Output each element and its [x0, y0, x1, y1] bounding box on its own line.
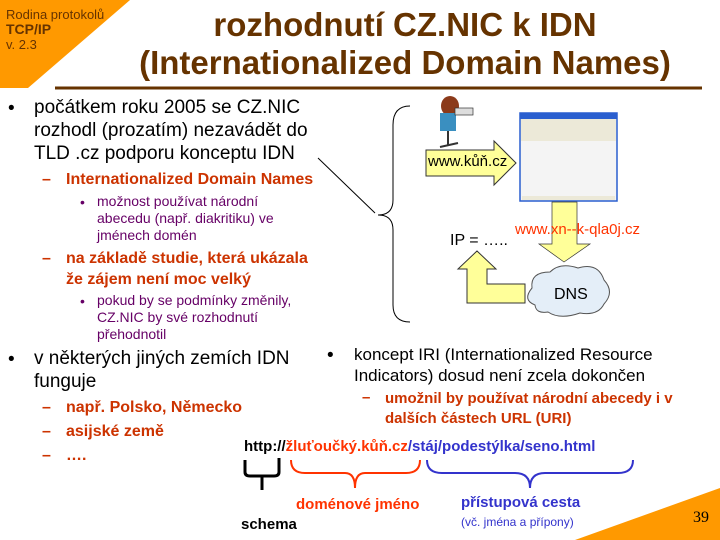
corner-line1: Rodina protokolů	[6, 7, 105, 22]
text-line: rozhodl (prozatím) nezavádět do	[34, 120, 308, 141]
pointer-line	[317, 157, 376, 214]
text-line: na základě studie, která ukázala	[66, 250, 308, 267]
arrow-up-left-icon	[456, 250, 526, 304]
punycode-domain: www.xn--k-qla0j.cz	[515, 221, 641, 238]
text-line: abecedu (např. diakritiku) ve	[97, 210, 274, 226]
text-line: přehodnotil	[97, 326, 167, 342]
corner-triangle-bottom	[575, 488, 720, 540]
corner-line2: TCP/IP	[6, 21, 52, 37]
scheme-brace	[243, 458, 281, 490]
corner-label: Rodina protokolů TCP/IP v. 2.3	[6, 7, 104, 52]
brace-icon	[377, 105, 411, 323]
text-line: jménech domén	[97, 227, 197, 243]
url-scheme: http://	[244, 438, 286, 455]
list-marker: –	[42, 423, 51, 440]
text-line: dalších částech URL (URI)	[385, 410, 572, 427]
list-marker: •	[8, 349, 15, 370]
path-brace	[426, 459, 634, 489]
list-marker: –	[42, 447, 51, 464]
arrow-down-icon	[537, 201, 592, 263]
ip-result: IP = …..	[450, 232, 508, 249]
text-line: pokud by se podmínky změnily,	[97, 292, 292, 308]
browser-window-icon	[519, 112, 618, 202]
text-line: v některých jiných zemích IDN	[34, 348, 290, 369]
arrow-label: www.kůň.cz	[428, 153, 508, 170]
text-line: TLD .cz podporu konceptu IDN	[34, 143, 295, 164]
list-marker: –	[362, 389, 371, 406]
sub-item-idn: Internationalized Domain Names	[66, 171, 314, 188]
page-subtitle: (Internationalized Domain Names)	[139, 44, 671, 81]
sub-item-etc: ….	[66, 447, 87, 464]
text-line: umožnil by používat národní abecedy i v	[385, 390, 673, 407]
sub-item-countries: např. Polsko, Německo	[66, 399, 243, 416]
domain-brace	[290, 459, 421, 489]
text-line: funguje	[34, 371, 97, 392]
url-path: /stáj/podestýlka/seno.html	[407, 438, 596, 455]
list-marker: –	[42, 250, 51, 267]
path-label: přístupová cesta	[461, 494, 581, 511]
text-line: možnost používat národní	[97, 193, 259, 209]
sub-item-asia: asijské země	[66, 423, 164, 440]
arrow-right-icon	[425, 139, 517, 187]
list-marker: •	[80, 293, 85, 309]
list-marker: •	[327, 345, 334, 366]
text-line: počátkem roku 2005 se CZ.NIC	[34, 97, 301, 118]
text-line: že zájem není moc velký	[66, 271, 251, 288]
dns-label: DNS	[554, 286, 588, 303]
list-marker: –	[42, 171, 51, 188]
subsub-item-2: pokud by se podmínky změnily,CZ.NIC by s…	[97, 292, 291, 343]
bullet: •	[8, 98, 15, 119]
scheme-label: schema	[241, 516, 297, 533]
url-domain: žluťoučký.kůň.cz	[285, 438, 408, 455]
page-title: rozhodnutí CZ.NIC k IDN	[213, 6, 597, 43]
path-note: (vč. jména a přípony)	[461, 515, 574, 529]
sub-item-study: na základě studie, která ukázala že zájem…	[66, 248, 308, 290]
example-url: http://žluťoučký.kůň.cz/stáj/podestýlka/…	[244, 438, 595, 455]
user-at-computer-icon	[439, 96, 474, 148]
list-marker: –	[42, 399, 51, 416]
text-line: koncept IRI (Internationalized Resource	[354, 345, 653, 364]
domain-label: doménové jméno	[296, 496, 420, 513]
cloud-icon	[527, 265, 610, 317]
sub-item-iri: umožnil by používat národní abecedy i v d…	[385, 389, 673, 429]
corner-line3: v. 2.3	[6, 37, 37, 52]
corner-triangle-top	[0, 0, 130, 88]
text-line: CZ.NIC by své rozhodnutí	[97, 309, 259, 325]
list-marker: •	[80, 194, 85, 210]
page-number: 39	[693, 509, 709, 526]
text-line: Indicators) dosud není zcela dokončen	[354, 366, 646, 385]
